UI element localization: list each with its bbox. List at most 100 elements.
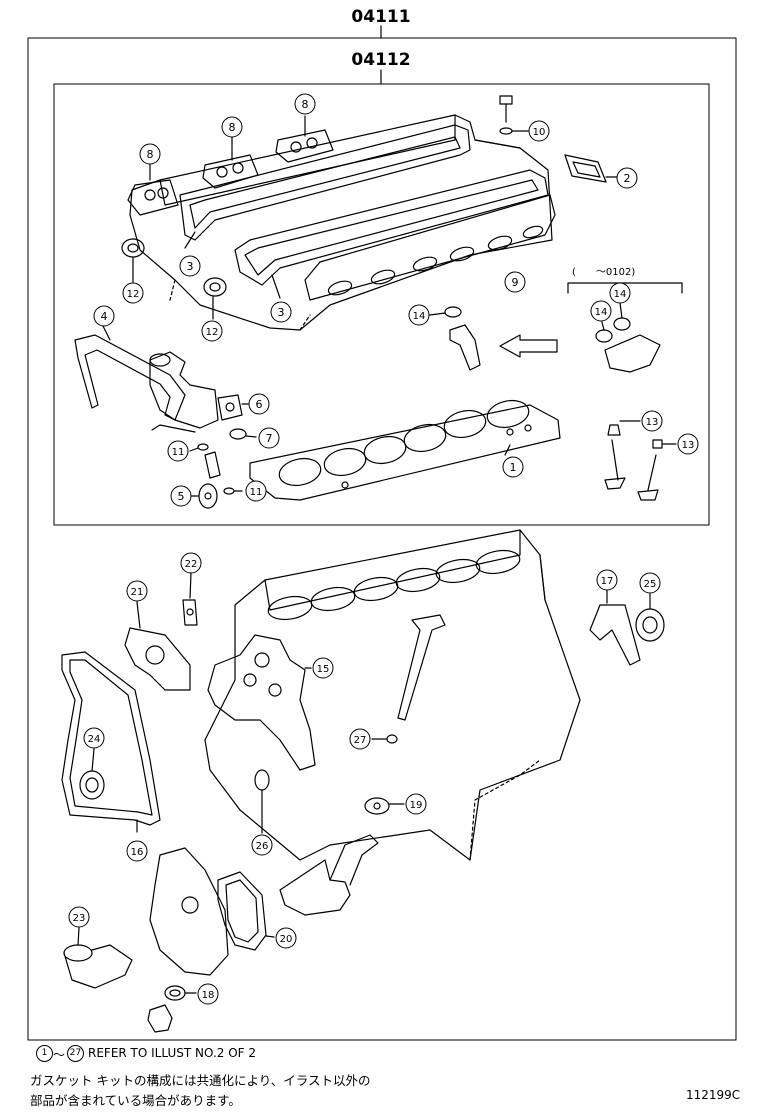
svg-text:13: 13 (646, 417, 659, 428)
refer-text: REFER TO ILLUST NO.2 OF 2 (88, 1046, 256, 1060)
svg-text:22: 22 (185, 559, 198, 570)
callout-23: 23 (68, 906, 90, 928)
front-cover-gasket (124, 627, 191, 691)
svg-text:10: 10 (533, 127, 546, 138)
svg-text:12: 12 (127, 289, 140, 300)
camshaft-seal-2 (203, 277, 227, 297)
callout-8b: 8 (221, 116, 243, 138)
crank-seal-front (79, 770, 105, 800)
exhaust-gasket-3 (275, 129, 334, 163)
svg-text:8: 8 (302, 98, 309, 111)
intake-valve (604, 424, 626, 490)
water-pump-body (149, 847, 229, 976)
injector-seal-ring (444, 306, 481, 371)
camshaft-seal-1 (121, 238, 145, 258)
svg-text:9: 9 (512, 276, 519, 289)
callout-3b: 3 (270, 301, 292, 323)
svg-text:24: 24 (88, 734, 101, 745)
date-range-bracket (567, 282, 683, 294)
figure-code: 112199C (686, 1088, 741, 1102)
svg-text:5: 5 (178, 490, 185, 503)
thermostat-gasket (229, 428, 247, 440)
svg-text:18: 18 (202, 990, 215, 1001)
callout-17: 17 (596, 569, 618, 591)
svg-text:16: 16 (131, 847, 144, 858)
callout-8c: 8 (294, 93, 316, 115)
callout-12b: 12 (201, 320, 223, 342)
rear-oil-seal-retainer-gasket (589, 604, 641, 666)
footnote-jp-line-1: ガスケット キットの構成には共通化により、イラスト以外の (30, 1073, 371, 1088)
injector-seals-alt (595, 317, 661, 373)
svg-text:1: 1 (510, 461, 517, 474)
svg-text:12: 12 (206, 327, 219, 338)
direction-arrow (499, 334, 558, 358)
callout-2: 2 (616, 167, 638, 189)
range-end-badge: 27 (67, 1045, 84, 1062)
svg-text:13: 13 (682, 440, 695, 451)
callout-5: 5 (170, 485, 192, 507)
callout-6: 6 (248, 393, 270, 415)
callout-20: 20 (275, 927, 297, 949)
drain-cock-seal (164, 985, 186, 1001)
water-inlet-housing (149, 351, 219, 429)
svg-text:27: 27 (354, 735, 367, 746)
svg-text:14: 14 (595, 307, 608, 318)
flange-gasket (564, 154, 607, 183)
callout-11b: 11 (245, 480, 267, 502)
callout-11a: 11 (167, 440, 189, 462)
water-pump-gasket (217, 871, 267, 951)
water-inlet (63, 944, 133, 989)
svg-text:8: 8 (147, 148, 154, 161)
valve-cover-gasket-upper (179, 124, 471, 241)
svg-text:20: 20 (280, 934, 293, 945)
exhaust-valve (637, 439, 663, 501)
range-start-badge: 1 (36, 1045, 53, 1062)
range-tilde: ～ (53, 1048, 66, 1062)
callout-21: 21 (126, 580, 148, 602)
callout-22: 22 (180, 552, 202, 574)
svg-text:25: 25 (644, 579, 657, 590)
callout-13a: 13 (641, 410, 663, 432)
cylinder-head-outline (129, 114, 553, 331)
union-fitting (204, 451, 221, 479)
svg-text:4: 4 (101, 310, 108, 323)
dipstick-tube (397, 614, 446, 721)
callout-4: 4 (93, 305, 115, 327)
callout-12a: 12 (122, 282, 144, 304)
oil-strainer (279, 834, 379, 916)
callout-7: 7 (258, 427, 280, 449)
svg-text:14: 14 (413, 311, 426, 322)
callout-10: 10 (528, 120, 550, 142)
water-outlet-gasket (217, 394, 243, 421)
svg-text:2: 2 (624, 172, 631, 185)
small-oring-1 (197, 443, 209, 451)
svg-text:8: 8 (229, 121, 236, 134)
callout-15: 15 (312, 657, 334, 679)
svg-text:26: 26 (256, 841, 269, 852)
small-oring-2 (223, 487, 235, 495)
svg-text:3: 3 (187, 260, 194, 273)
drain-plug-gasket (254, 769, 270, 791)
oil-pressure-gasket (182, 599, 198, 626)
svg-text:17: 17 (601, 576, 614, 587)
callout-26: 26 (251, 834, 273, 856)
callout-24: 24 (83, 727, 105, 749)
water-bypass-gasket (198, 483, 218, 509)
exhaust-gasket-2 (202, 154, 259, 189)
svg-text:14: 14 (614, 289, 627, 300)
bolt-and-washer (499, 95, 513, 135)
strainer-gasket (364, 797, 390, 815)
callout-27: 27 (349, 728, 371, 750)
outer-kit-frame (27, 37, 737, 1041)
manifold-gasket (304, 194, 556, 301)
callout-9: 9 (504, 271, 526, 293)
rear-crank-seal (635, 608, 665, 642)
svg-text:11: 11 (172, 447, 185, 458)
callout-25: 25 (639, 572, 661, 594)
drain-cock (147, 1004, 173, 1033)
timing-cover-gasket (207, 634, 316, 771)
callout-3a: 3 (179, 255, 201, 277)
callout-14b: 14 (590, 300, 612, 322)
callout-19: 19 (405, 793, 427, 815)
